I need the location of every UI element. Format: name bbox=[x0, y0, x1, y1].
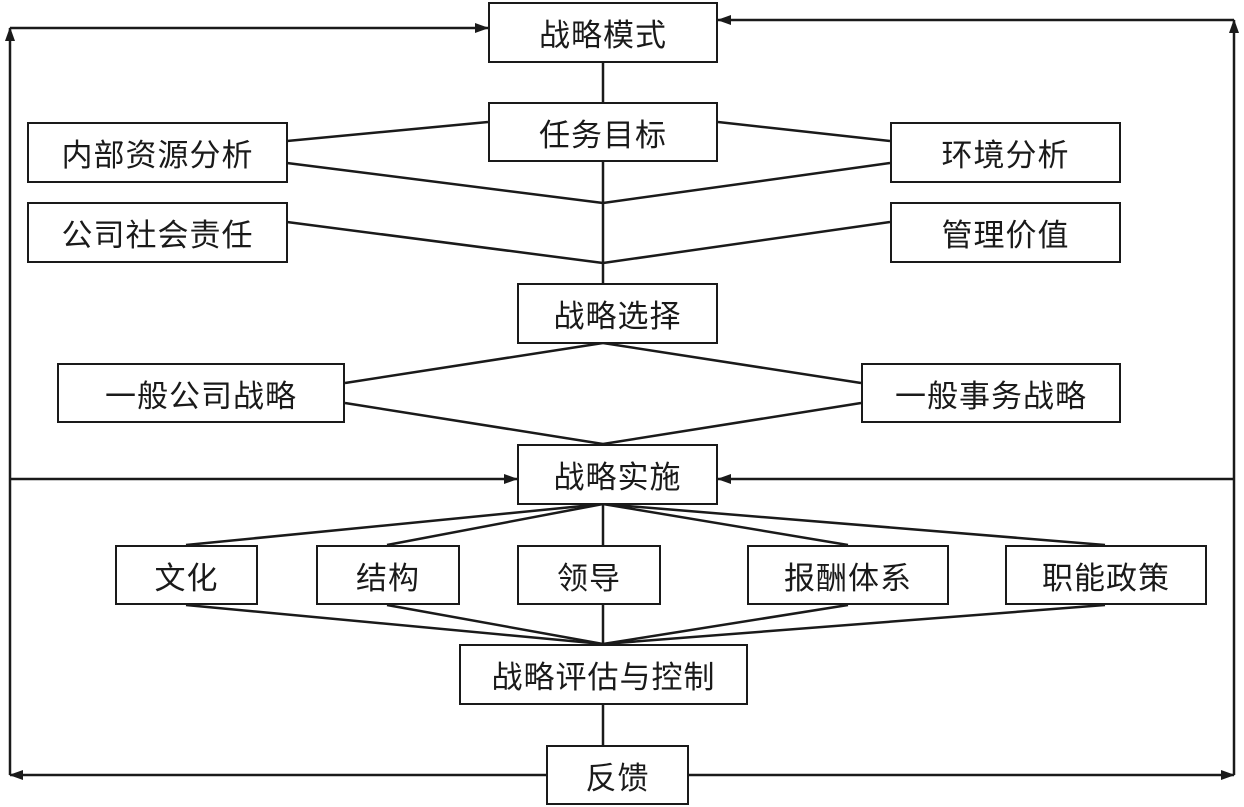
node-functional-policy: 职能政策 bbox=[1005, 545, 1207, 605]
edge-reward-eval bbox=[602, 603, 849, 646]
node-corporate-strategy: 一般公司战略 bbox=[57, 363, 345, 423]
node-leadership: 领导 bbox=[517, 545, 661, 605]
edge-impl-culture bbox=[185, 502, 604, 547]
node-implementation: 战略实施 bbox=[517, 444, 718, 505]
edge-social-converge bbox=[286, 220, 604, 265]
node-internal-analysis: 内部资源分析 bbox=[27, 122, 288, 183]
node-social-responsibility: 公司社会责任 bbox=[27, 202, 288, 263]
node-business-strategy-label: 一般事务战略 bbox=[895, 378, 1087, 415]
node-mission-label: 任务目标 bbox=[539, 117, 667, 154]
node-strategy-model-label: 战略模式 bbox=[539, 18, 667, 54]
node-feedback-label: 反馈 bbox=[585, 760, 650, 797]
node-culture-label: 文化 bbox=[154, 560, 219, 597]
node-leadership-label: 领导 bbox=[557, 560, 621, 597]
node-evaluation-control: 战略评估与控制 bbox=[459, 644, 748, 705]
node-internal-analysis-label: 内部资源分析 bbox=[61, 138, 254, 174]
node-social-responsibility-label: 公司社会责任 bbox=[61, 218, 254, 254]
edge-impl-reward bbox=[602, 502, 849, 547]
node-strategy-choice-label: 战略选择 bbox=[553, 299, 682, 335]
node-structure: 结构 bbox=[316, 545, 460, 605]
edge-internal-mission bbox=[286, 120, 489, 143]
edge-functional-eval bbox=[602, 603, 1106, 646]
node-management-values: 管理价值 bbox=[890, 202, 1121, 263]
edge-values-converge bbox=[602, 220, 891, 265]
edge-business-impl bbox=[602, 401, 862, 446]
node-feedback: 反馈 bbox=[546, 745, 689, 805]
node-environment-analysis: 环境分析 bbox=[890, 122, 1121, 183]
node-business-strategy: 一般事务战略 bbox=[861, 363, 1121, 423]
node-reward-system: 报酬体系 bbox=[747, 545, 949, 605]
node-mission: 任务目标 bbox=[488, 102, 718, 162]
node-management-values-label: 管理价值 bbox=[941, 218, 1070, 254]
edge-impl-functional bbox=[602, 502, 1106, 547]
node-strategy-choice: 战略选择 bbox=[517, 283, 718, 344]
node-culture: 文化 bbox=[115, 545, 258, 605]
edge-internal-converge bbox=[286, 161, 604, 205]
edge-corporate-impl bbox=[344, 401, 604, 446]
edge-environment-mission bbox=[717, 120, 891, 143]
node-functional-policy-label: 职能政策 bbox=[1042, 560, 1170, 597]
node-strategy-model: 战略模式 bbox=[488, 2, 718, 63]
edge-structure-eval bbox=[386, 603, 604, 646]
edge-choice-corporate bbox=[344, 341, 604, 385]
node-structure-label: 结构 bbox=[356, 560, 420, 597]
node-environment-analysis-label: 环境分析 bbox=[941, 138, 1070, 174]
node-evaluation-control-label: 战略评估与控制 bbox=[491, 660, 716, 696]
edge-choice-business bbox=[602, 341, 862, 385]
edge-culture-eval bbox=[185, 603, 604, 646]
edge-environment-converge bbox=[602, 161, 891, 205]
node-implementation-label: 战略实施 bbox=[553, 460, 682, 496]
node-reward-system-label: 报酬体系 bbox=[784, 560, 912, 597]
edge-impl-structure bbox=[386, 502, 604, 547]
node-corporate-strategy-label: 一般公司战略 bbox=[105, 378, 297, 415]
